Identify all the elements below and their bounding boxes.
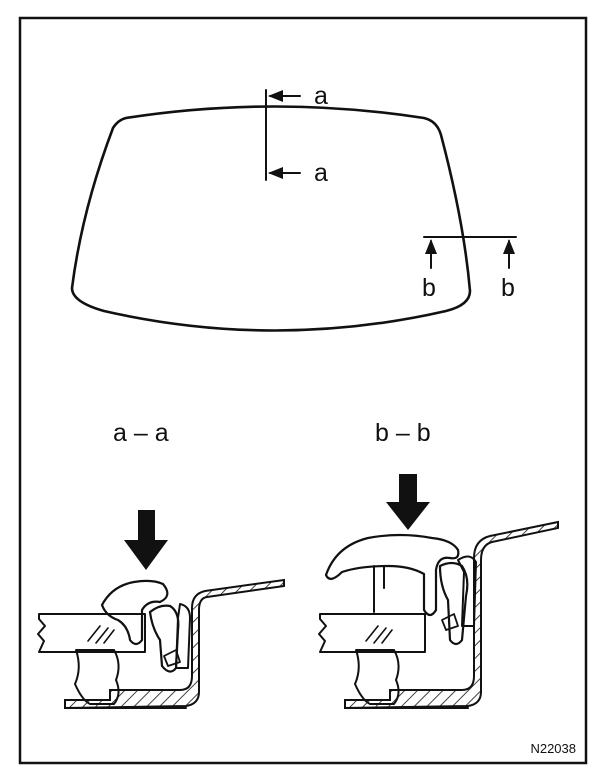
body-panel-a xyxy=(64,578,285,710)
section-a-title: a – a xyxy=(113,419,169,447)
left-arrow-icon xyxy=(268,90,283,102)
section-a-bottom-label: a xyxy=(314,159,328,187)
down-arrow-icon xyxy=(124,510,168,570)
section-b-title: b – b xyxy=(375,419,431,447)
body-panel-b xyxy=(344,520,559,710)
section-a-top-label: a xyxy=(314,82,328,110)
windshield-outline xyxy=(70,105,472,332)
up-arrow-icon xyxy=(425,239,437,254)
figure-border xyxy=(18,16,588,765)
section-b-right-label: b xyxy=(501,274,515,302)
section-b-marker xyxy=(423,236,517,269)
figure-code-label: N22038 xyxy=(530,741,576,756)
left-arrow-icon xyxy=(268,167,283,179)
down-arrow-icon xyxy=(386,474,430,530)
section-b-left-label: b xyxy=(422,274,436,302)
section-a-marker xyxy=(265,89,301,181)
cross-section-a xyxy=(37,510,285,710)
cross-section-b xyxy=(318,474,559,710)
up-arrow-icon xyxy=(503,239,515,254)
